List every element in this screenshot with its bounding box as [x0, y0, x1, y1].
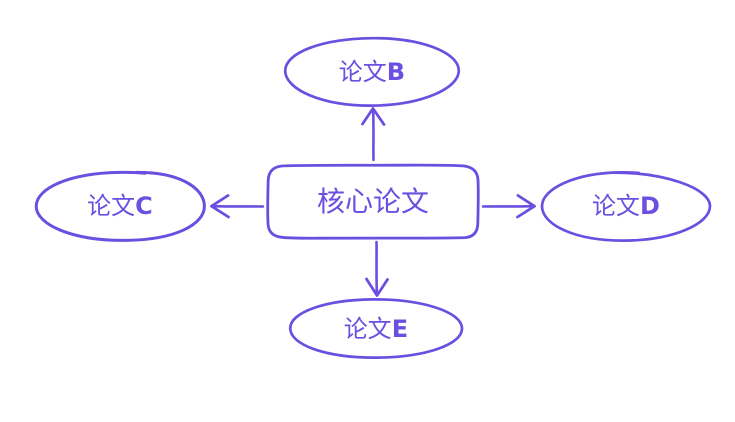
edge-core-to-d-arrowhead: [516, 194, 536, 219]
node-paper-e-outline: [288, 298, 464, 359]
node-paper-e[interactable]: [288, 298, 464, 359]
edge-core-to-e: [365, 240, 389, 297]
node-core-paper-outline: [266, 163, 480, 240]
edge-core-to-b-arrowhead: [361, 107, 386, 126]
node-paper-c-outline: [34, 170, 206, 242]
node-paper-b-outline: [283, 36, 461, 107]
edge-core-to-b: [361, 107, 386, 162]
edge-core-to-d: [481, 194, 536, 219]
node-paper-d[interactable]: [540, 171, 712, 242]
node-paper-c[interactable]: [34, 170, 206, 242]
edge-core-to-c: [210, 194, 265, 219]
node-core-paper[interactable]: [266, 163, 480, 240]
edge-core-to-c-arrowhead: [210, 194, 230, 219]
node-paper-d-outline: [540, 171, 712, 242]
node-paper-b[interactable]: [283, 36, 461, 107]
edge-core-to-e-arrowhead: [365, 277, 389, 297]
